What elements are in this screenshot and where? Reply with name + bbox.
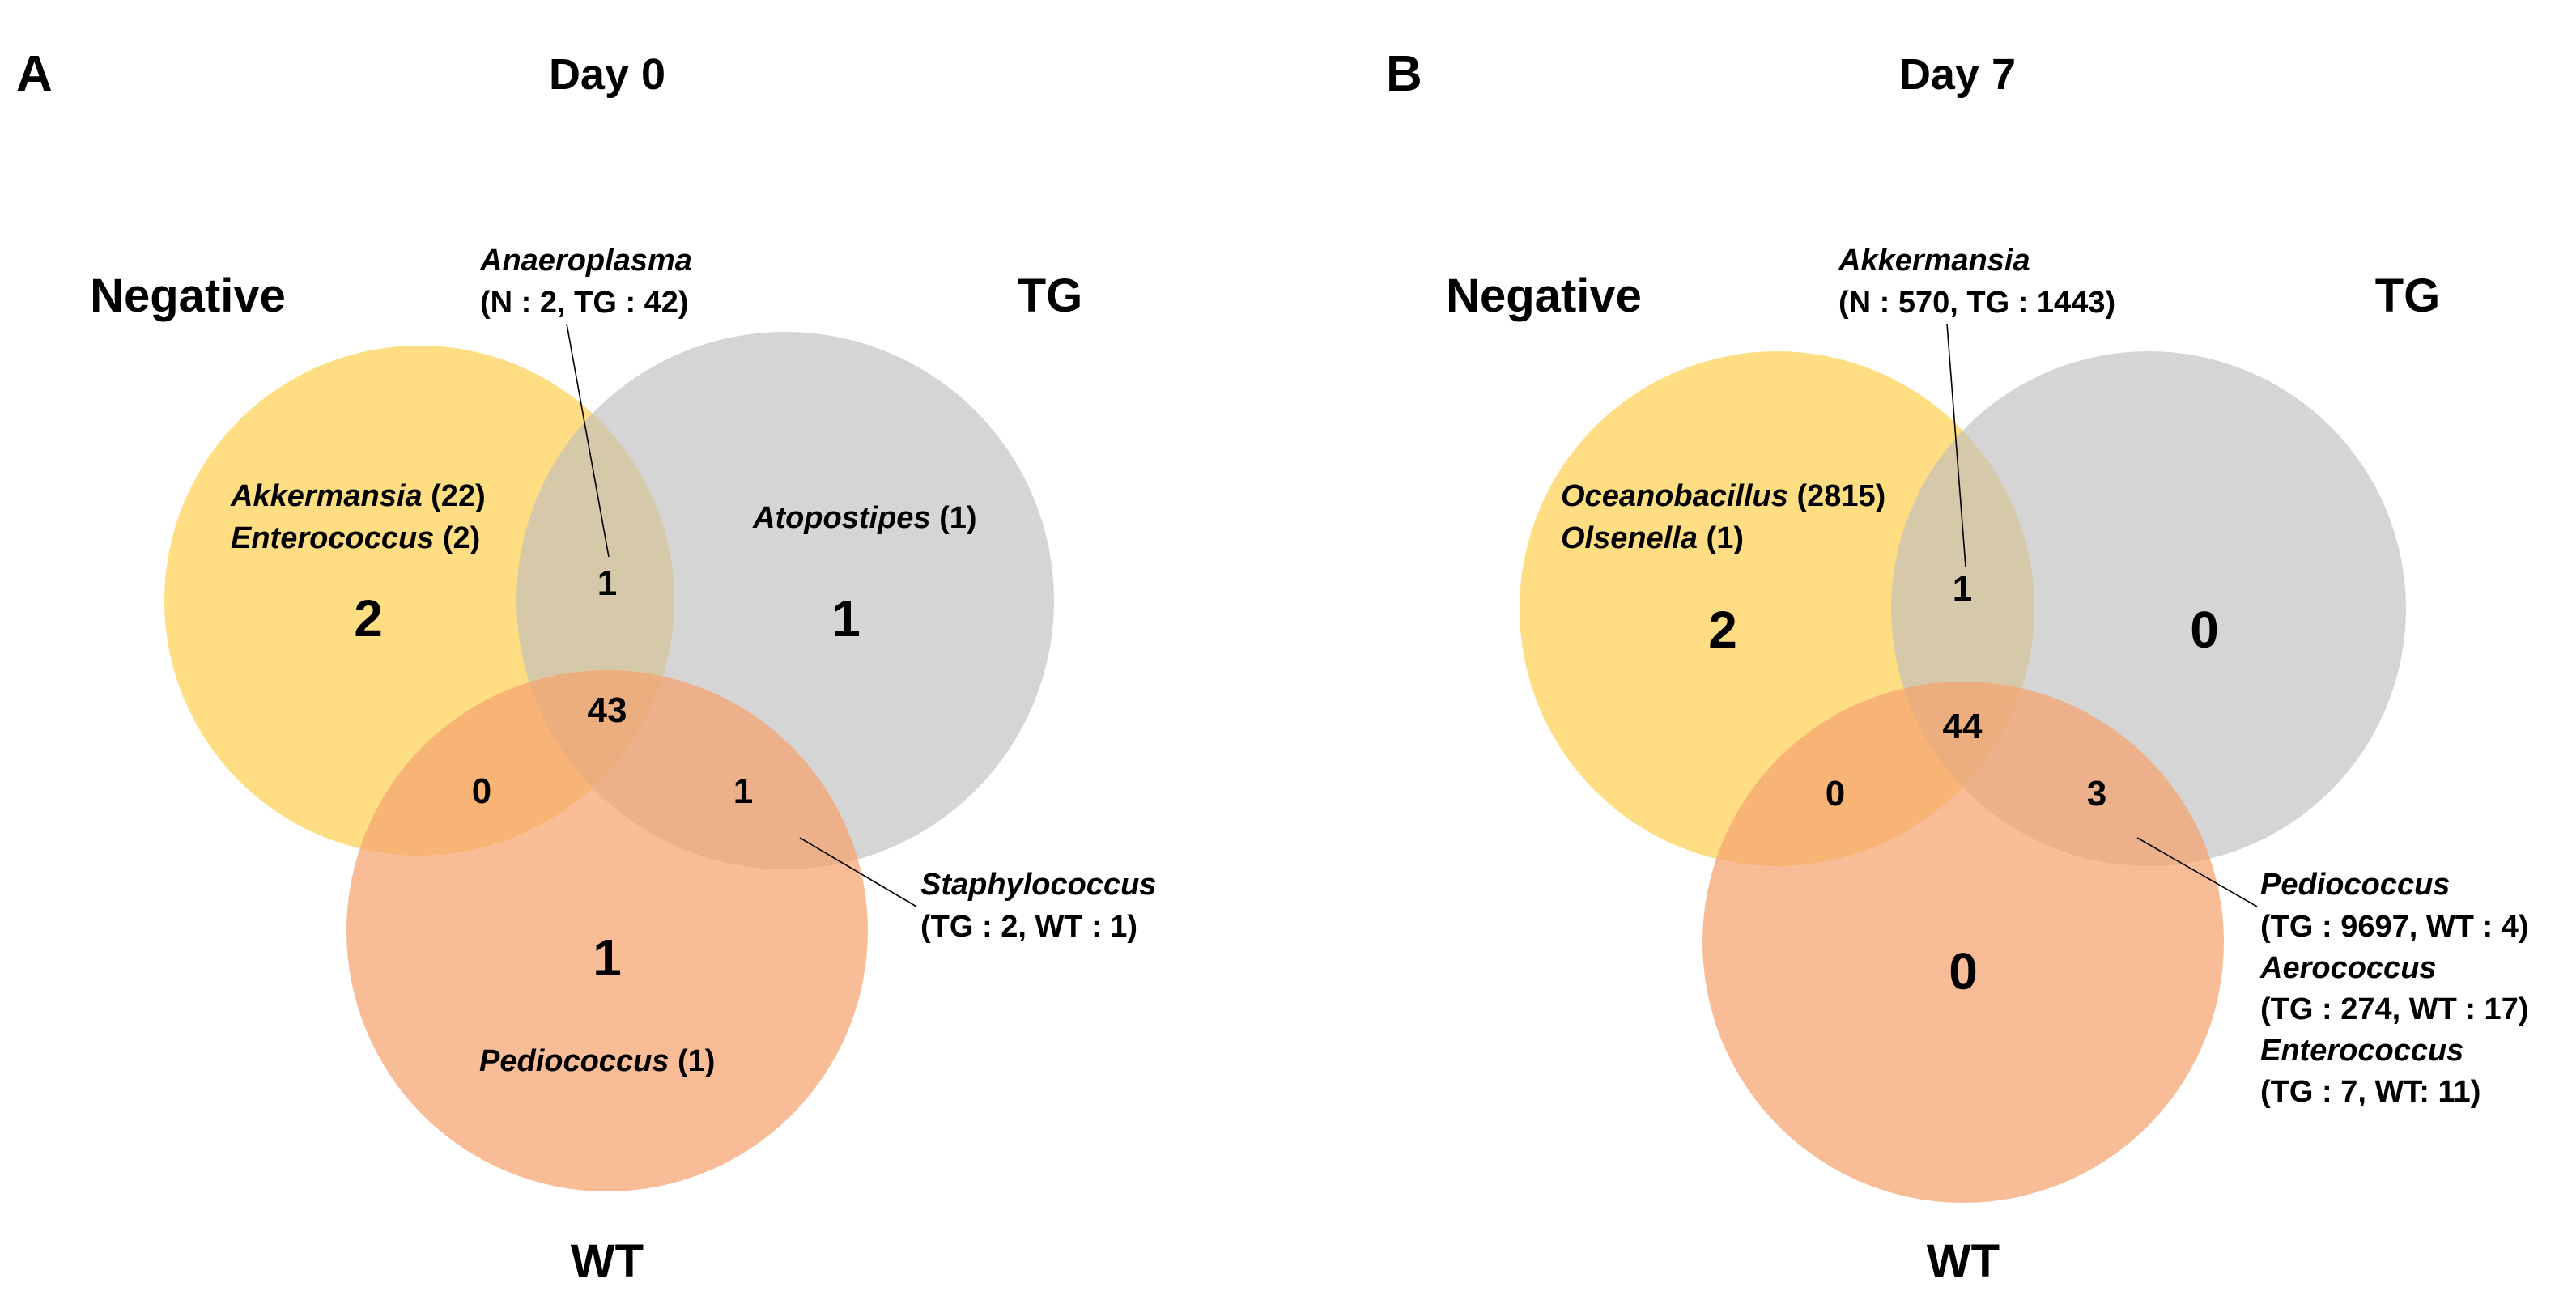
panel-b-count-wt-only: 0 <box>1949 942 1978 1000</box>
panel-b-callout-tg-wt-leader <box>2136 837 2258 907</box>
panel-b-count-negative-tg: 1 <box>1953 569 1972 609</box>
panel-a-count-negative-tg: 1 <box>597 563 617 603</box>
panel-a-letter: A <box>16 46 53 102</box>
panel-b-label-negative: Negative <box>1446 270 1642 322</box>
panel-a-callout-tg-wt-genus: Staphylococcus <box>920 868 1156 902</box>
panel-a-tg-genus: Atopostipes (1) <box>752 501 977 535</box>
panel-a: A Day 0 Negative TG WT 2 1 1 1 0 1 43 Ak… <box>16 46 1156 1288</box>
panel-a-count-wt-only: 1 <box>593 928 622 987</box>
panel-a-count-negative-wt: 0 <box>472 771 491 811</box>
panel-a-count-all: 43 <box>588 690 627 730</box>
panel-b-negative-genus: Oceanobacillus (2815) <box>1561 479 1885 513</box>
panel-b-count-negative-only: 2 <box>1708 601 1737 659</box>
panel-b-title: Day 7 <box>1899 50 2016 99</box>
panel-a-callout-tg-wt-detail: (TG : 2, WT : 1) <box>920 910 1137 944</box>
panel-a-count-tg-wt: 1 <box>733 771 753 811</box>
panel-b-callout-negative-tg-genus: Akkermansia <box>1838 244 2030 278</box>
panel-b: B Day 7 Negative TG WT 2 0 0 1 0 3 44 Oc… <box>1386 46 2528 1288</box>
panel-a-negative-genus: Enterococcus (2) <box>231 521 480 555</box>
panel-b-negative-genus: Olsenella (1) <box>1561 521 1744 555</box>
panel-a-count-tg-only: 1 <box>831 589 861 648</box>
panel-a-label-tg: TG <box>1018 270 1083 322</box>
panel-a-wt-genus: Pediococcus (1) <box>479 1044 715 1078</box>
panel-a-count-negative-only: 2 <box>354 589 383 648</box>
panel-a-label-wt: WT <box>571 1235 644 1288</box>
panel-b-callout-tg-wt-detail: (TG : 7, WT: 11) <box>2260 1075 2480 1109</box>
panel-b-callout-negative-tg-leader <box>1946 323 1966 567</box>
panel-b-count-all: 44 <box>1943 707 1983 746</box>
panel-b-count-tg-wt: 3 <box>2087 774 2106 813</box>
panel-b-callout-negative-tg-detail: (N : 570, TG : 1443) <box>1838 286 2115 320</box>
panel-b-callout-tg-wt-genus: Pediococcus <box>2260 868 2450 902</box>
panel-b-label-wt: WT <box>1927 1235 2000 1288</box>
panel-b-label-tg: TG <box>2375 270 2441 322</box>
panel-b-callout-tg-wt-genus: Enterococcus <box>2260 1034 2463 1068</box>
panel-b-callout-tg-wt-genus: Aerococcus <box>2259 951 2437 985</box>
panel-b-wt-circle <box>1702 682 2224 1203</box>
panel-b-count-tg-only: 0 <box>2190 601 2219 659</box>
panel-a-callout-negative-tg-detail: (N : 2, TG : 42) <box>480 286 689 320</box>
panel-a-label-negative: Negative <box>90 270 286 322</box>
panel-a-callout-negative-tg-leader <box>566 323 610 558</box>
panel-b-callout-tg-wt-detail: (TG : 9697, WT : 4) <box>2260 910 2528 944</box>
panel-a-negative-genus: Akkermansia (22) <box>230 479 486 513</box>
panel-a-title: Day 0 <box>549 50 665 99</box>
panel-a-callout-tg-wt-leader <box>799 837 917 907</box>
panel-b-count-negative-wt: 0 <box>1826 774 1845 813</box>
panel-a-callout-negative-tg-genus: Anaeroplasma <box>479 244 692 278</box>
panel-b-letter: B <box>1386 46 1422 102</box>
panel-b-callout-tg-wt-detail: (TG : 274, WT : 17) <box>2260 992 2528 1026</box>
panel-a-wt-circle <box>346 670 868 1191</box>
